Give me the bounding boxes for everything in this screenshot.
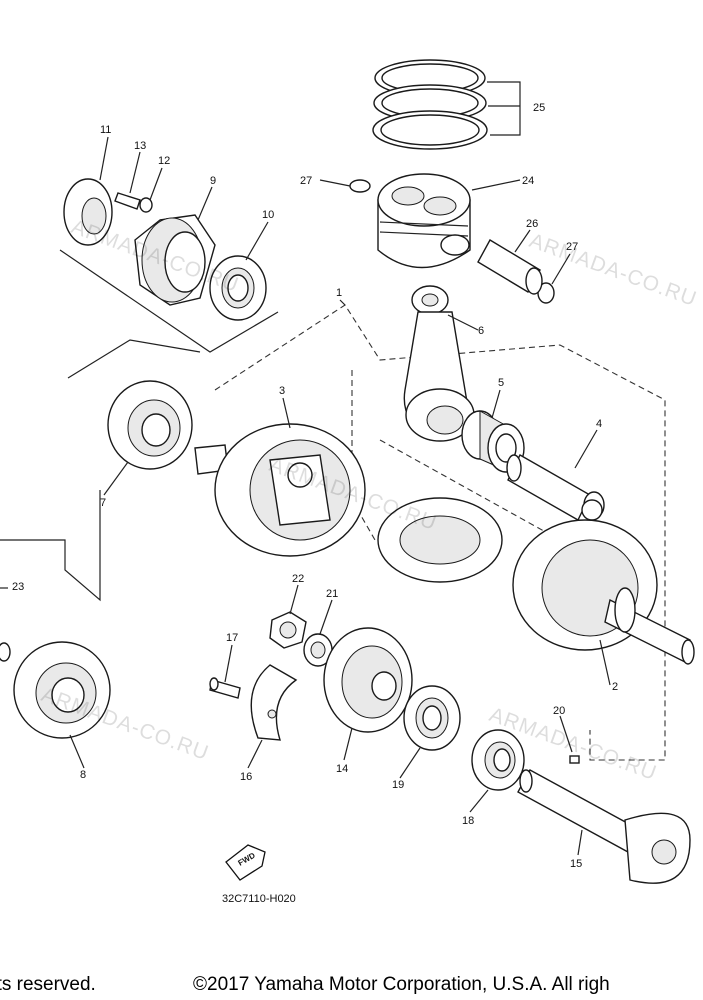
piston [377, 173, 471, 269]
callout-24: 24 [522, 175, 534, 187]
callout-12: 12 [158, 155, 170, 167]
callout-8: 8 [80, 769, 86, 781]
bearing-7 [107, 380, 193, 470]
shaft-end [0, 642, 11, 662]
callout-26: 26 [526, 218, 538, 230]
bearing-18 [471, 729, 525, 791]
callout-5: 5 [498, 377, 504, 389]
callout-27-right: 27 [566, 241, 578, 253]
callout-6: 6 [478, 325, 484, 337]
callout-3: 3 [279, 385, 285, 397]
pin-and-spring [114, 192, 153, 213]
bearing-19 [403, 685, 461, 751]
crank-web-right [512, 499, 695, 665]
drive-gear [323, 627, 413, 733]
callout-16: 16 [240, 771, 252, 783]
callout-1: 1 [336, 287, 342, 299]
crank-web-left [194, 423, 366, 557]
piston-pin [477, 239, 543, 295]
callout-23: 23 [12, 581, 24, 593]
callout-13: 13 [134, 140, 146, 152]
callout-11: 11 [100, 124, 111, 136]
callout-22: 22 [292, 573, 304, 585]
callout-21: 21 [326, 588, 338, 600]
nut [269, 611, 307, 649]
callout-9: 9 [210, 175, 216, 187]
callout-20: 20 [553, 705, 565, 717]
callout-17: 17 [226, 632, 238, 644]
bearing-10 [209, 255, 267, 321]
diagram-code: 32C7110-H020 [222, 893, 296, 905]
bolt [209, 677, 241, 699]
callout-18: 18 [462, 815, 474, 827]
piston-rings [372, 59, 488, 150]
callout-10: 10 [262, 209, 274, 221]
callout-14: 14 [336, 763, 348, 775]
balancer-shaft [517, 769, 691, 884]
callout-27-left: 27 [300, 175, 312, 187]
callout-4: 4 [596, 418, 602, 430]
left-group-box [0, 490, 101, 602]
weight [250, 664, 298, 741]
needle-bearing [461, 410, 525, 473]
connecting-rod [403, 285, 475, 442]
callout-15: 15 [570, 858, 582, 870]
copyright-text: ©2017 Yamaha Motor Corporation, U.S.A. A… [193, 974, 610, 995]
crank-assembly-boundary [214, 304, 666, 761]
callout-25: 25 [533, 102, 545, 114]
bearing-group-box [67, 339, 201, 379]
rights-text: nts reserved. [0, 974, 96, 995]
gear-group-box [59, 249, 279, 353]
footer: nts reserved. ©2017 Yamaha Motor Corpora… [0, 970, 703, 1000]
forward-direction-badge: FWD [225, 844, 266, 881]
callout-7: 7 [100, 497, 106, 509]
lock-washer [303, 633, 333, 667]
woodruff-key [569, 755, 580, 764]
leader-lines [69, 136, 611, 856]
callout-2: 2 [612, 681, 618, 693]
bearing-8 [13, 641, 111, 739]
plate [63, 178, 113, 246]
piston-pin-clip-left [349, 179, 371, 193]
callout-19: 19 [392, 779, 404, 791]
balancer-gear [134, 214, 216, 306]
